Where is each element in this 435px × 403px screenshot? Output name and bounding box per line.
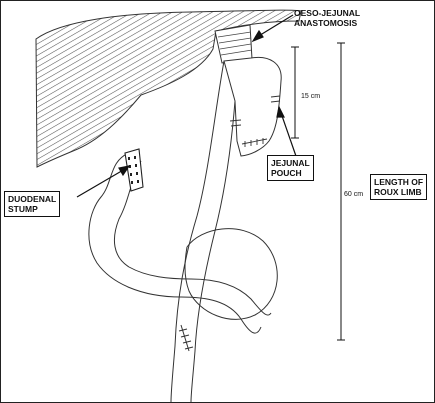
label-roux-limb-line2: ROUX LIMB <box>374 187 422 197</box>
label-jejunal-pouch-line1: JEJUNAL <box>271 158 310 168</box>
label-anastomosis-line2: ANASTOMOSIS <box>294 18 358 28</box>
oesophagus-ridges <box>217 31 253 56</box>
pouch-staples <box>229 95 281 147</box>
arrow-pouch <box>280 112 298 160</box>
anastomosis-staples <box>178 324 194 352</box>
oesophagus <box>214 24 253 64</box>
measure-limb-label: 60 cm <box>344 191 364 198</box>
duodenal-loop-inner <box>113 160 272 316</box>
jejunal-pouch <box>223 56 282 157</box>
roux-limb <box>170 60 225 402</box>
label-jejunal-pouch: JEJUNAL POUCH <box>267 155 314 181</box>
measure-pouch-label: 15 cm <box>301 93 321 100</box>
label-roux-limb: LENGTH OF ROUX LIMB <box>370 174 428 200</box>
label-anastomosis: OESO-JEJUNAL ANASTOMOSIS <box>294 8 360 28</box>
label-jejunal-pouch-line2: POUCH <box>271 168 302 178</box>
arrow-anastomosis <box>256 14 294 38</box>
duodenal-stump <box>124 148 144 192</box>
label-duodenal-stump: DUODENAL STUMP <box>4 191 61 217</box>
intestinal-coil <box>184 228 278 320</box>
stump-staples <box>128 156 139 184</box>
arrow-stump <box>76 168 126 198</box>
label-anastomosis-line1: OESO-JEJUNAL <box>294 8 361 18</box>
label-roux-limb-line1: LENGTH OF <box>374 177 424 187</box>
roux-limb-edge <box>190 100 236 402</box>
label-duodenal-stump-line2: STUMP <box>8 204 38 214</box>
label-duodenal-stump-line1: DUODENAL <box>8 194 57 204</box>
